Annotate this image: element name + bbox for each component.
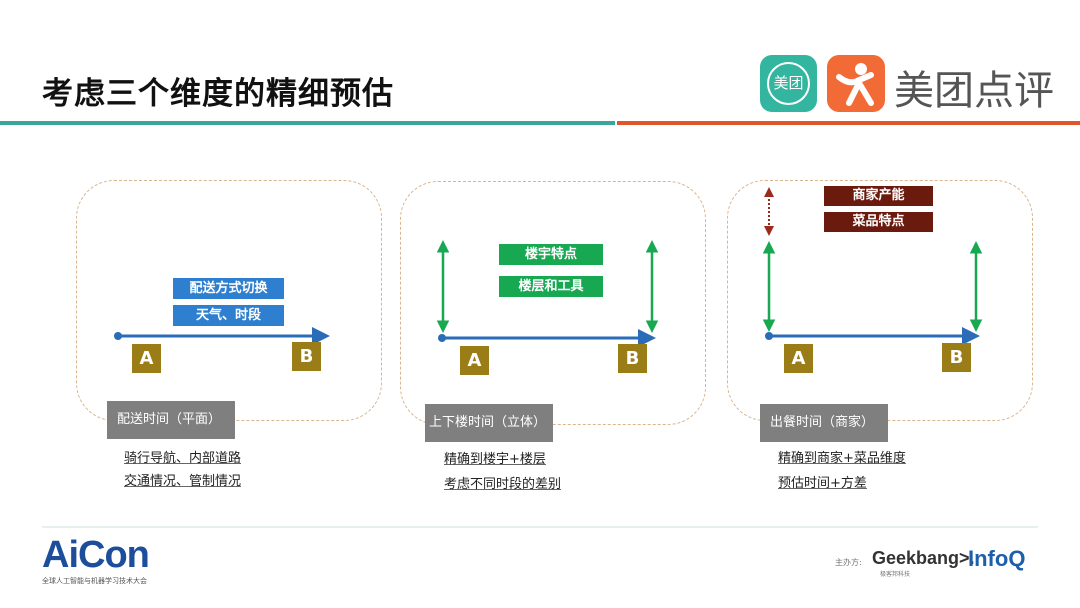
meituan-logo: 美团 (760, 55, 817, 112)
tag-delivery-mode: 配送方式切换 (173, 278, 284, 299)
panel-label: 上下楼时间（立体） (425, 404, 553, 442)
point-a: A (460, 346, 489, 375)
dianping-logo (827, 55, 885, 112)
point-b: B (618, 344, 647, 373)
point-a: A (132, 344, 161, 373)
tag-capacity: 商家产能 (824, 186, 933, 206)
note: 精确到商家+菜品维度 (778, 451, 906, 466)
point-a: A (784, 344, 813, 373)
route-arrow-2 (438, 329, 656, 347)
header-rule-orange (617, 121, 1080, 125)
footer-divider (42, 526, 1038, 528)
panel-stairs (400, 181, 706, 425)
infoq-logo: InfoQ (968, 546, 1026, 571)
tag-weather: 天气、时段 (173, 305, 284, 326)
host-label: 主办方: (835, 558, 862, 567)
header-rule-teal (0, 121, 615, 125)
tag-dish: 菜品特点 (824, 212, 933, 232)
point-b: B (942, 343, 971, 372)
slide-title: 考虑三个维度的精细预估 (42, 76, 394, 112)
aicon-logo: AiCon (42, 534, 150, 576)
note: 精确到楼宇+楼层 (444, 452, 546, 467)
dianping-person-icon (836, 63, 874, 106)
brand-name: 美团点评 (894, 68, 1054, 114)
meituan-logo-text: 美团 (767, 62, 810, 105)
note: 考虑不同时段的差别 (444, 477, 562, 492)
note: 交通情况、管制情况 (124, 474, 242, 489)
geekbang-logo: Geekbang>. (872, 548, 975, 568)
point-b: B (292, 342, 321, 371)
aicon-subtitle: 全球人工智能与机器学习技术大会 (42, 577, 147, 585)
note: 骑行导航、内部道路 (124, 451, 242, 466)
tag-floor: 楼层和工具 (499, 276, 603, 297)
route-arrow-3 (765, 327, 980, 345)
panel-label: 配送时间（平面） (107, 401, 235, 439)
route-arrow-1 (114, 327, 330, 345)
geekbang-subtitle: 极客邦科技 (880, 571, 911, 578)
note: 预估时间+方差 (778, 476, 867, 491)
tag-building: 楼宇特点 (499, 244, 603, 265)
panel-label: 出餐时间（商家） (760, 404, 888, 442)
